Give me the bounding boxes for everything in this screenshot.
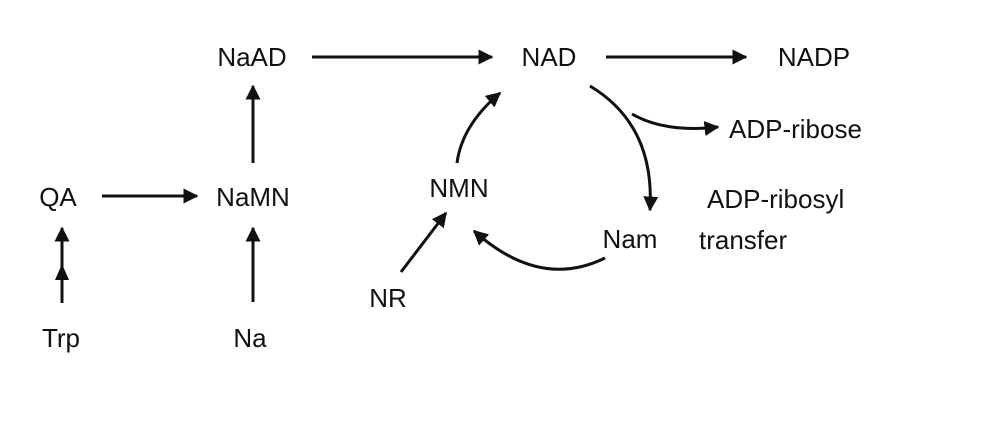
- node-nadp: NADP: [777, 42, 851, 72]
- node-namn: NaMN: [216, 182, 290, 212]
- node-adp-ribosyl-line1: ADP-ribosyl: [707, 184, 845, 214]
- arrow-nmn-to-nad: [455, 91, 502, 164]
- arrow-nad-to-nam: [589, 84, 659, 212]
- node-adp-ribosyl-line2: transfer: [699, 225, 788, 255]
- node-nmn: NMN: [429, 173, 489, 203]
- node-nam: Nam: [602, 224, 658, 254]
- node-adp-ribose: ADP-ribose: [729, 114, 862, 144]
- node-na: Na: [233, 323, 267, 353]
- node-naad: NaAD: [217, 42, 287, 72]
- arrow-nr-to-nmn: [399, 211, 448, 273]
- arrow-nam-to-nmn: [472, 229, 606, 271]
- node-nad: NAD: [521, 42, 577, 72]
- node-nr: NR: [369, 283, 407, 313]
- node-qa: QA: [39, 182, 77, 212]
- arrow-trp-to-qa-head-2: [55, 264, 69, 280]
- node-trp: Trp: [41, 323, 81, 353]
- arrow-to-adp-ribose: [631, 112, 720, 136]
